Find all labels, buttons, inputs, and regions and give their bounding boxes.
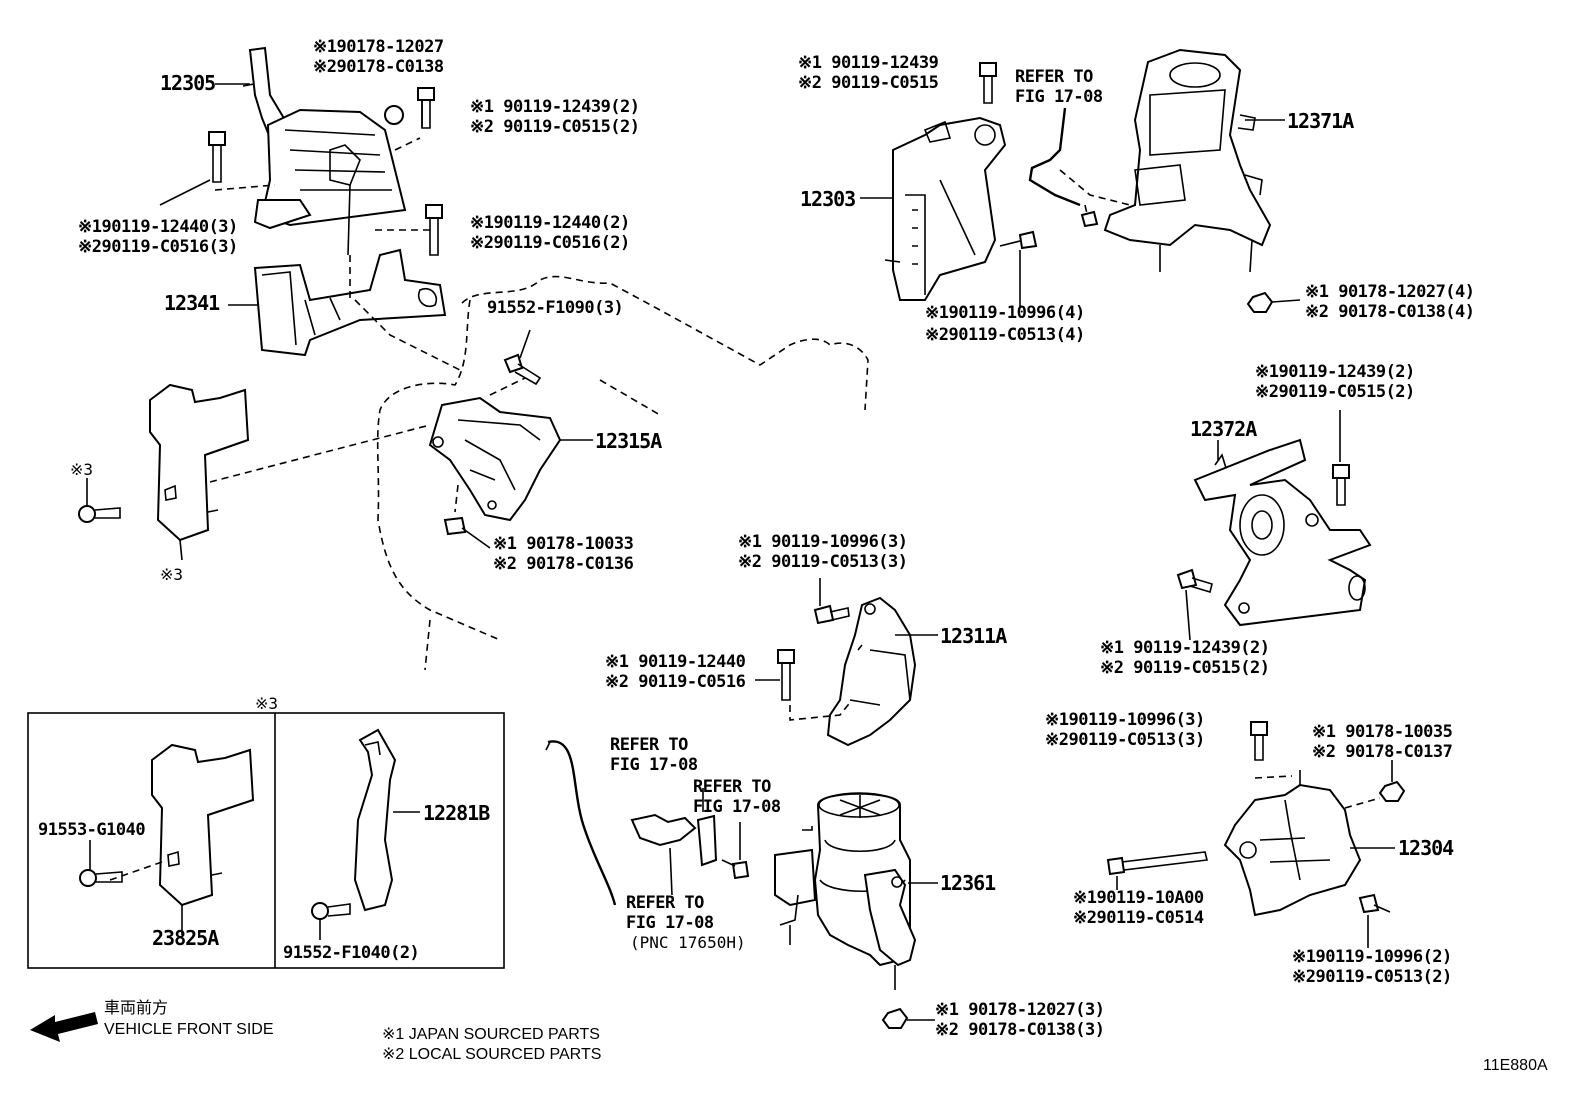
part-number-12371A[interactable]: 12371A [1287,109,1355,133]
label-q3: (PNC 17650H) [630,933,746,952]
part-number-12311A[interactable]: 12311A [940,624,1008,648]
label-f1[interactable]: ※1 90178-10033 [493,534,634,554]
bolt-icon [79,869,351,920]
kit-box-marker: ※3 [255,694,278,713]
part-12371A-mount [1103,48,1272,273]
label-b2[interactable]: ※2 90119-C0515(2) [470,117,640,137]
part-12305-mount [248,46,407,256]
legend-note-japan: ※1 JAPAN SOURCED PARTS [382,1026,600,1043]
label-t2[interactable]: ※2 90178-C0137 [1312,742,1453,762]
engine-outline [376,275,869,671]
label-q2[interactable]: FIG 17-08 [626,913,714,933]
label-o2[interactable]: FIG 17-08 [610,755,698,775]
label-s1[interactable]: ※190119-10996(3) [1045,710,1205,730]
label-u1[interactable]: ※190119-10A00 [1073,888,1204,908]
bolt-icon [721,859,750,880]
nut-icon [1246,291,1274,313]
label-a2[interactable]: ※290178-C0138 [313,57,444,77]
part-number-12361[interactable]: 12361 [940,871,997,895]
part-bracket-left [149,383,250,561]
part-number-12341[interactable]: 12341 [164,291,221,315]
nut-icon [881,1007,909,1029]
label-i1[interactable]: ※190119-10996(4) [925,303,1085,323]
bolt-icon [1106,721,1391,914]
label-j2[interactable]: ※2 90178-C0138(4) [1305,302,1475,322]
label-h1[interactable]: REFER TO [1015,67,1094,87]
label-v1[interactable]: ※190119-10996(2) [1292,947,1452,967]
label-l2[interactable]: ※2 90119-C0515(2) [1100,658,1270,678]
label-m1[interactable]: ※1 90119-10996(3) [738,532,908,552]
part-12304-bracket [1223,770,1362,917]
label-p2[interactable]: FIG 17-08 [693,797,781,817]
kit-box [27,712,505,969]
part-number-23825A[interactable]: 23825A [152,926,220,950]
legend-note-local: ※2 LOCAL SOURCED PARTS [382,1046,601,1063]
label-w1[interactable]: 91553-G1040 [38,820,146,840]
part-12303-bracket [884,116,1007,301]
label-m2[interactable]: ※2 90119-C0513(3) [738,552,908,572]
part-number-12372A[interactable]: 12372A [1190,417,1258,441]
label-l1[interactable]: ※1 90119-12439(2) [1100,638,1270,658]
label-c2[interactable]: ※290119-C0516(3) [78,237,238,257]
bolt-icon [777,604,850,701]
part-12315A-bracket [428,396,562,522]
label-k2[interactable]: ※290119-C0515(2) [1255,382,1415,402]
label-h2[interactable]: FIG 17-08 [1015,87,1103,107]
part-number-12304[interactable]: 12304 [1398,836,1455,860]
bolt-icon [208,87,443,256]
part-number-12281B[interactable]: 12281B [423,801,491,825]
label-f2[interactable]: ※2 90178-C0136 [493,554,634,574]
label-o1[interactable]: REFER TO [610,735,689,755]
part-12311A-bracket [826,596,917,747]
part-12361-mount [774,792,917,990]
label-p1[interactable]: REFER TO [693,777,772,797]
bolt-icon [78,505,121,523]
label-j1[interactable]: ※1 90178-12027(4) [1305,282,1475,302]
bolt-icon [443,353,542,536]
vehicle-front-arrow-icon [30,1012,98,1042]
label-u2[interactable]: ※290119-C0514 [1073,908,1204,928]
label-s2[interactable]: ※290119-C0513(3) [1045,730,1205,750]
vehicle-front-en: VEHICLE FRONT SIDE [104,1021,274,1038]
part-sensor-bracket [630,788,718,896]
label-x1[interactable]: 91552-F1040(2) [283,943,420,963]
part-number-12303[interactable]: 12303 [800,187,856,211]
label-k1[interactable]: ※190119-12439(2) [1255,362,1415,382]
part-number-12305[interactable]: 12305 [160,71,216,95]
diagram-id: 11E880A [1483,1057,1548,1074]
label-n1[interactable]: ※1 90119-12440 [605,652,746,672]
vehicle-front-jp: 車両前方 [104,999,168,1017]
bolt-icon [979,62,1038,250]
label-i2[interactable]: ※290119-C0513(4) [925,325,1085,345]
marker-3-bracket: ※3 [160,565,183,584]
label-q1[interactable]: REFER TO [626,893,705,913]
part-number-12315A[interactable]: 12315A [595,429,663,453]
label-r2[interactable]: ※2 90178-C0138(3) [935,1020,1105,1040]
bolt-icon [1176,464,1350,594]
label-d2[interactable]: ※290119-C0516(2) [470,233,630,253]
label-g2[interactable]: ※2 90119-C0515 [798,73,939,93]
label-a1[interactable]: ※190178-12027 [313,37,444,57]
label-c1[interactable]: ※190119-12440(3) [78,217,238,237]
label-t1[interactable]: ※1 90178-10035 [1312,722,1453,742]
label-g1[interactable]: ※1 90119-12439 [798,53,939,73]
part-12341-bracket [253,248,447,357]
marker-3-bolt: ※3 [70,460,93,479]
label-d1[interactable]: ※190119-12440(2) [470,213,630,233]
part-12372A-mount [1193,438,1372,627]
label-e1[interactable]: 91552-F1090(3) [487,298,624,318]
label-v2[interactable]: ※290119-C0513(2) [1292,967,1452,987]
label-r1[interactable]: ※1 90178-12027(3) [935,1000,1105,1020]
nut-icon [1378,780,1406,802]
label-b1[interactable]: ※1 90119-12439(2) [470,97,640,117]
label-n2[interactable]: ※2 90119-C0516 [605,672,746,692]
